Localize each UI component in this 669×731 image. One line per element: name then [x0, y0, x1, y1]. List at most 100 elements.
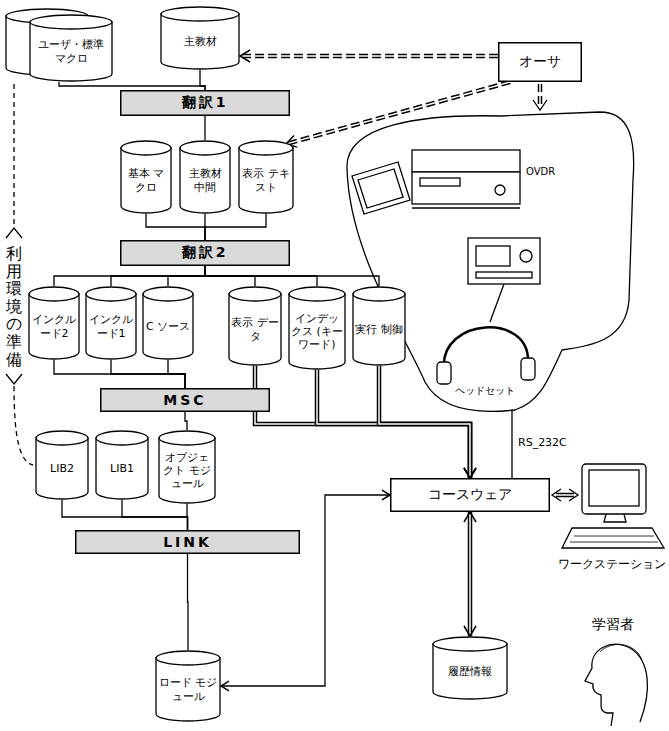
double-arrow: [556, 493, 574, 498]
knob: [495, 185, 505, 195]
serial-wire: [511, 411, 512, 478]
connector: [62, 500, 188, 530]
headset-band: [444, 327, 528, 368]
data-store: ユーザ・標準 マクロ: [5, 8, 113, 82]
connector: [286, 82, 510, 147]
process-box: オーサ: [498, 42, 582, 82]
node-text: 表示 データ: [231, 316, 279, 342]
node-text: ユーザ・標準 マクロ: [32, 38, 110, 64]
data-store: ロード モジュール: [155, 650, 221, 722]
box-outline: [121, 241, 290, 266]
cylinder-body: [159, 438, 215, 503]
node-text: インクルード2: [31, 313, 77, 339]
process-box: LINK: [75, 530, 300, 554]
data-store: 履歴情報: [432, 636, 508, 700]
connector: [205, 266, 379, 286]
cylinder-top: [156, 651, 220, 665]
cylinder-top: [239, 141, 293, 155]
connector: [187, 554, 189, 650]
learner-hair: [600, 644, 642, 660]
process-box: コースウェア: [390, 478, 550, 512]
connector: [221, 490, 390, 691]
cylinder-body: [143, 294, 193, 359]
node-text: LINK: [163, 534, 212, 550]
bracket-cap: [6, 374, 22, 384]
actor-label: 学習者: [592, 616, 634, 634]
dashed-arrow: [538, 84, 543, 106]
data-store: C ソース: [142, 286, 194, 360]
node-text: 主教材: [184, 35, 217, 48]
cylinder-body: [36, 438, 88, 499]
cylinder-top: [29, 287, 79, 301]
equipment-outline: [347, 112, 634, 411]
node-text: インデックス (キーワード): [291, 312, 343, 352]
connector: [464, 512, 476, 636]
connector: [111, 360, 185, 388]
keyboard: [562, 528, 664, 548]
learner-profile: [585, 644, 647, 726]
arrow-head: [569, 489, 578, 501]
cassette-deck: [468, 238, 540, 284]
data-store: 表示 テキスト: [238, 140, 294, 214]
data-store: LIB1: [95, 430, 149, 500]
dashed-arrow: [539, 84, 541, 106]
data-store: インクルード1: [85, 286, 137, 360]
data-store: オブジェクト モジュール: [158, 430, 216, 504]
node-text: インクルード1: [88, 313, 134, 339]
cylinder-body: [180, 148, 230, 213]
box-outline: [101, 389, 270, 412]
box-outline: [76, 531, 300, 554]
cylinder-body: [353, 294, 405, 365]
connector: [379, 366, 476, 478]
disc-slot: [420, 178, 460, 186]
cylinder-body: [86, 294, 136, 359]
box-outline: [121, 91, 290, 116]
connector: [185, 412, 187, 430]
connector: [205, 116, 206, 140]
node-text: ロード モジュール: [158, 676, 218, 702]
device-label: ワークステーション: [558, 556, 666, 573]
cylinder-body: [289, 294, 345, 369]
connector: [168, 360, 185, 388]
node-text: C ソース: [146, 320, 190, 333]
process-box: MSC: [100, 388, 270, 412]
arrow-head: [552, 489, 561, 501]
connector: [205, 214, 266, 240]
data-store: 基本 マクロ: [120, 140, 172, 214]
cylinder-top: [121, 141, 171, 155]
data-store: インクルード2: [28, 286, 80, 360]
key-rows: [570, 536, 658, 542]
cylinder-top: [36, 431, 88, 445]
connector: [200, 70, 205, 90]
cylinder-body: [433, 644, 507, 699]
bracket-line: [14, 386, 33, 465]
box-outline: [391, 479, 550, 512]
cylinder-body: [161, 14, 239, 69]
node-text: 基本 マクロ: [123, 167, 169, 193]
cylinder-body: [30, 22, 112, 81]
connector: [54, 266, 205, 286]
vertical-note: 利用環境の準備: [6, 245, 22, 368]
data-store: 表示 データ: [228, 286, 282, 366]
box-outline: [499, 43, 582, 82]
ear-cup: [521, 358, 535, 380]
workstation-monitor: [582, 464, 646, 514]
monitor-screen: [358, 169, 403, 208]
data-store: LIB2: [35, 430, 89, 500]
connector: [187, 504, 189, 530]
node-text: オーサ: [519, 53, 561, 71]
cylinder-top: [180, 141, 230, 155]
cylinder-top: [30, 15, 112, 29]
bracket-line: [13, 84, 14, 226]
cylinder-top: [96, 431, 148, 445]
connector: [111, 266, 205, 286]
data-store: 実行 制御: [352, 286, 406, 366]
node-text: 履歴情報: [448, 665, 492, 678]
node-text: オブジェクト モジュール: [161, 451, 213, 491]
connector: [240, 50, 498, 62]
cylinder-body: [229, 294, 281, 365]
connector: [146, 214, 205, 240]
monitor: [352, 162, 410, 214]
cylinder-body: [29, 294, 79, 359]
connector: [59, 82, 205, 90]
